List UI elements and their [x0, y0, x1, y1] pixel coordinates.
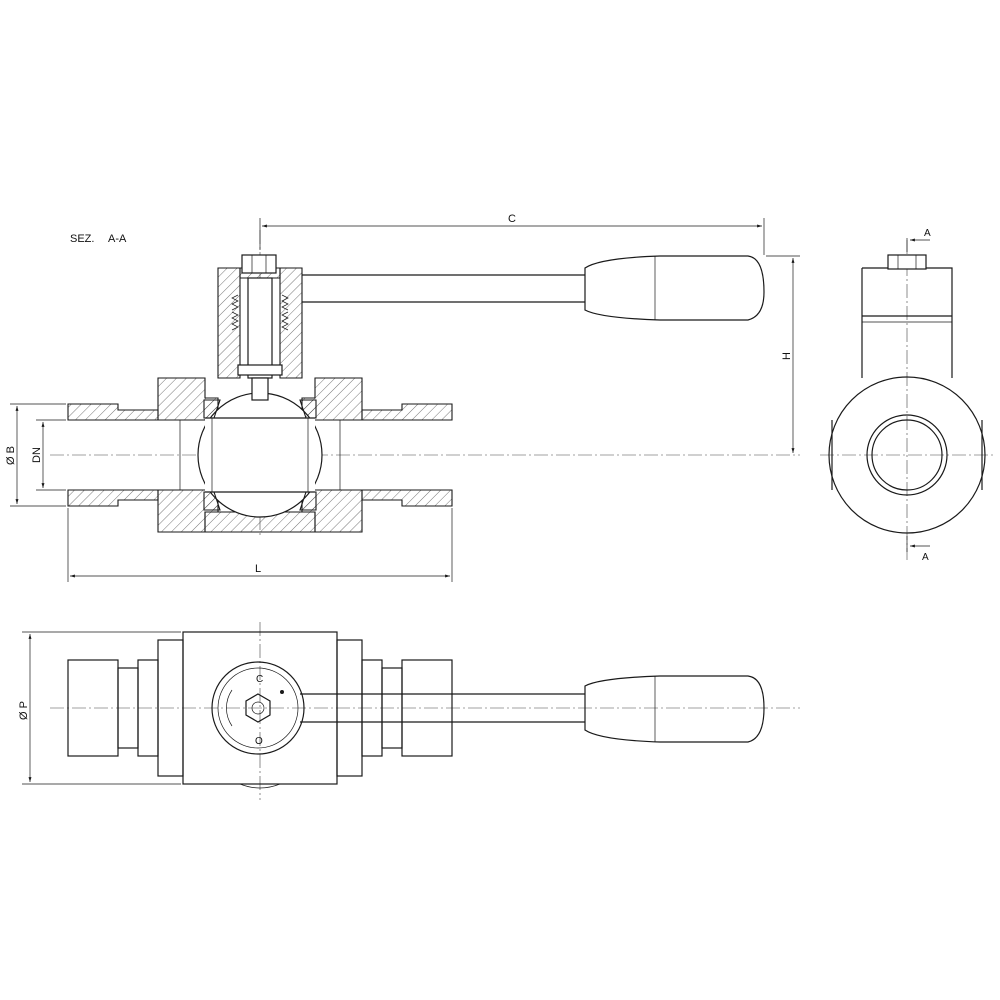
stem	[247, 277, 273, 379]
section-marker-top-label: A	[924, 228, 931, 239]
top-view: C O	[50, 622, 800, 800]
dimension-c-label: C	[508, 213, 516, 225]
bonnet-right	[279, 267, 303, 379]
side-pipe-outer	[866, 414, 948, 496]
side-view	[820, 240, 995, 560]
right-end-wall-bottom	[361, 489, 453, 507]
seat-top-left	[203, 399, 221, 419]
dimension-p-label: Ø P	[18, 701, 30, 720]
top-right-end	[401, 659, 453, 757]
dimension-l-label: L	[255, 563, 261, 575]
dimension-p: Ø P	[18, 631, 181, 785]
top-handle-lever	[300, 693, 585, 723]
side-body-outer	[828, 376, 986, 534]
hex-nut	[245, 693, 271, 723]
dimension-h: H	[766, 255, 800, 453]
side-stem-nut	[887, 254, 927, 270]
handle-boss	[211, 661, 305, 755]
stem-packing	[237, 364, 283, 376]
handle-lever	[302, 274, 585, 303]
right-end-wall-top	[361, 403, 453, 421]
section-title-name: A-A	[108, 233, 127, 245]
dimension-dn-label: DN	[31, 447, 43, 463]
side-pipe-inner	[871, 419, 943, 491]
dimension-h-label: H	[781, 352, 793, 360]
dimension-b: Ø B	[5, 403, 66, 507]
seat-top-right	[299, 399, 317, 419]
dimension-l: L	[67, 508, 453, 582]
section-title: SEZ. A-A	[70, 233, 127, 245]
section-title-prefix: SEZ.	[70, 233, 94, 245]
dimension-c: C	[259, 213, 765, 255]
top-handle-grip	[584, 675, 765, 743]
dimension-dn: DN	[31, 419, 66, 491]
stem-key	[251, 377, 269, 401]
seat-bottom-left	[203, 491, 221, 511]
seat-bottom-right	[299, 491, 317, 511]
dimension-b-label: Ø B	[5, 446, 17, 465]
left-end-wall-top	[67, 403, 159, 421]
handle-marking-closed: C	[256, 674, 263, 685]
bonnet-left	[217, 267, 241, 379]
stem-nut	[241, 254, 277, 274]
front-section-view	[50, 230, 800, 535]
handle-grip	[584, 255, 765, 321]
left-end-wall-bottom	[67, 489, 159, 507]
handle-marking-open: O	[255, 736, 263, 747]
section-marker-bottom: A	[906, 536, 930, 563]
section-marker-bottom-label: A	[922, 552, 929, 563]
section-marker-top: A	[906, 228, 931, 252]
